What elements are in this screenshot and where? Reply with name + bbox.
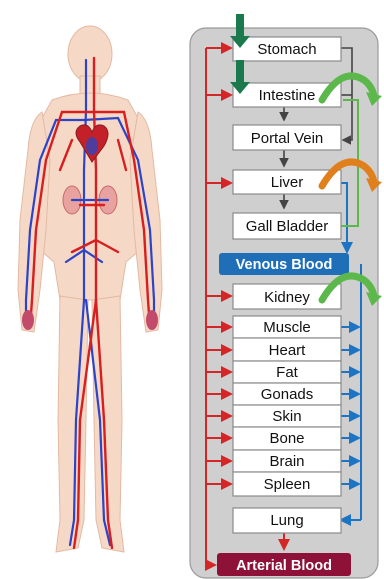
portal-vein-label: Portal Vein <box>251 130 324 147</box>
gall-bladder-label: Gall Bladder <box>246 218 329 235</box>
venous-blood-label: Venous Blood <box>236 257 333 273</box>
bone-label: Bone <box>269 430 304 447</box>
spleen-label: Spleen <box>264 476 311 493</box>
skin-label: Skin <box>272 408 301 425</box>
stomach-label: Stomach <box>257 41 316 58</box>
brain-label: Brain <box>269 453 304 470</box>
muscle-label: Muscle <box>263 319 311 336</box>
arterial-blood-label: Arterial Blood <box>236 558 332 574</box>
intestine-label: Intestine <box>259 87 316 104</box>
kidney-label: Kidney <box>264 289 310 306</box>
fat-label: Fat <box>276 364 299 381</box>
heart-label: Heart <box>269 342 307 359</box>
lung-label: Lung <box>270 512 303 529</box>
liver-label: Liver <box>271 174 304 191</box>
gonads-label: Gonads <box>261 386 314 403</box>
